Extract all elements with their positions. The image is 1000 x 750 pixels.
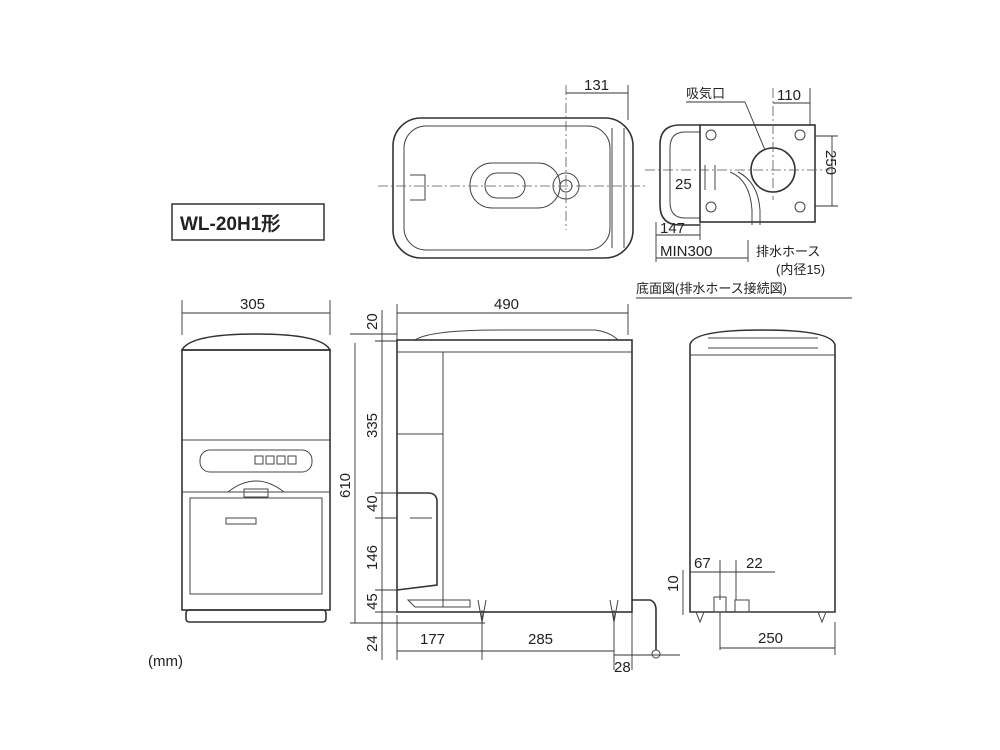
dim-45: 45 <box>364 593 381 610</box>
dim-28: 28 <box>614 659 631 676</box>
dim-67: 67 <box>694 555 711 572</box>
top-view: 131 <box>378 77 645 259</box>
dim-335: 335 <box>364 413 381 438</box>
dim-177: 177 <box>420 631 445 648</box>
drain-hose-label: 排水ホース <box>756 244 820 259</box>
front-view: 305 <box>180 296 332 623</box>
bottom-view-caption: 底面図(排水ホース接続図) <box>636 281 787 296</box>
dim-10: 10 <box>665 575 682 592</box>
dim-250-bottom: 250 <box>822 150 839 175</box>
dim-610: 610 <box>337 473 354 498</box>
dim-22: 22 <box>746 555 763 572</box>
dim-147: 147 <box>660 220 685 237</box>
dim-110: 110 <box>777 87 801 104</box>
side-view: 490 610 20 335 40 146 45 24 177 285 28 <box>337 296 680 676</box>
dim-24: 24 <box>364 635 381 652</box>
dim-305: 305 <box>240 296 265 313</box>
model-label: WL-20H1形 <box>180 213 280 235</box>
dim-131: 131 <box>584 77 609 94</box>
dim-250-back: 250 <box>758 630 783 647</box>
dim-20: 20 <box>364 313 381 330</box>
dim-285: 285 <box>528 631 553 648</box>
dim-25: 25 <box>675 176 692 193</box>
dim-40: 40 <box>364 495 381 512</box>
dim-490: 490 <box>494 296 519 313</box>
intake-label: 吸気口 <box>686 86 725 101</box>
dim-146: 146 <box>364 545 381 570</box>
vent-slats <box>611 128 625 248</box>
model-label-box <box>171 203 325 241</box>
dim-min300: MIN300 <box>660 243 713 260</box>
back-view: 10 67 22 250 <box>665 329 836 655</box>
bottom-view: 110 250 25 147 MIN300 吸気口 排水ホース (内径15) 底… <box>636 86 852 299</box>
inner-diameter-label: (内径15) <box>776 262 825 277</box>
unit-label: (mm) <box>148 653 183 670</box>
